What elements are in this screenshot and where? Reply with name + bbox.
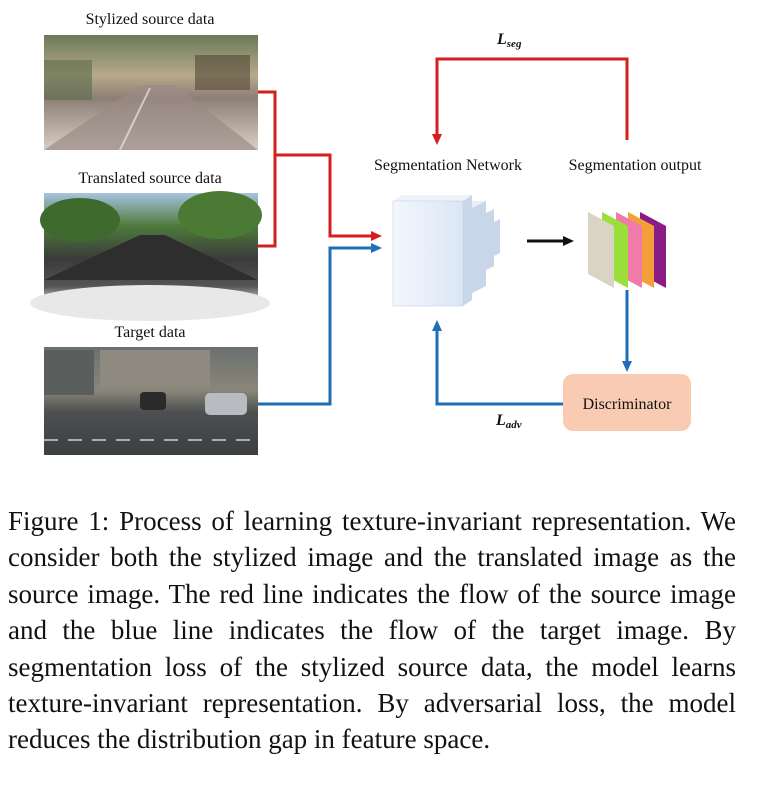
translated-source-label: Translated source data [78, 170, 221, 187]
target-flow-arrowhead [371, 243, 382, 253]
translated-source-image [30, 191, 270, 321]
segmentation-network-label: Segmentation Network [374, 157, 522, 174]
seg-loss-loop [435, 57, 629, 140]
segmentation-output-maps [588, 212, 666, 288]
target-flow-lines [258, 246, 372, 406]
target-data-image [44, 347, 258, 455]
seg-loss-label: Lseg [496, 31, 522, 50]
adv-loss-arrowhead [432, 320, 442, 331]
network-to-output-arrowhead [563, 236, 574, 246]
source-flow-arrowhead [371, 231, 382, 241]
source-flow-lines [258, 90, 372, 248]
segmentation-output-label: Segmentation output [569, 157, 702, 174]
stylized-source-label: Stylized source data [86, 11, 215, 28]
discriminator-label: Discriminator [583, 396, 673, 413]
target-data-label: Target data [115, 324, 186, 341]
adv-loss-loop [435, 330, 563, 406]
discriminator-box [563, 374, 691, 431]
adv-loss-label: Ladv [495, 412, 522, 431]
segmentation-network-block [392, 195, 500, 307]
stylized-source-image [44, 35, 258, 151]
output-to-discriminator-arrowhead [622, 361, 632, 372]
diagram-figure: Stylized source data Translated source d… [30, 11, 702, 455]
figure-caption: Figure 1: Process of learning texture-in… [8, 506, 736, 755]
seg-loss-arrowhead [432, 134, 442, 145]
